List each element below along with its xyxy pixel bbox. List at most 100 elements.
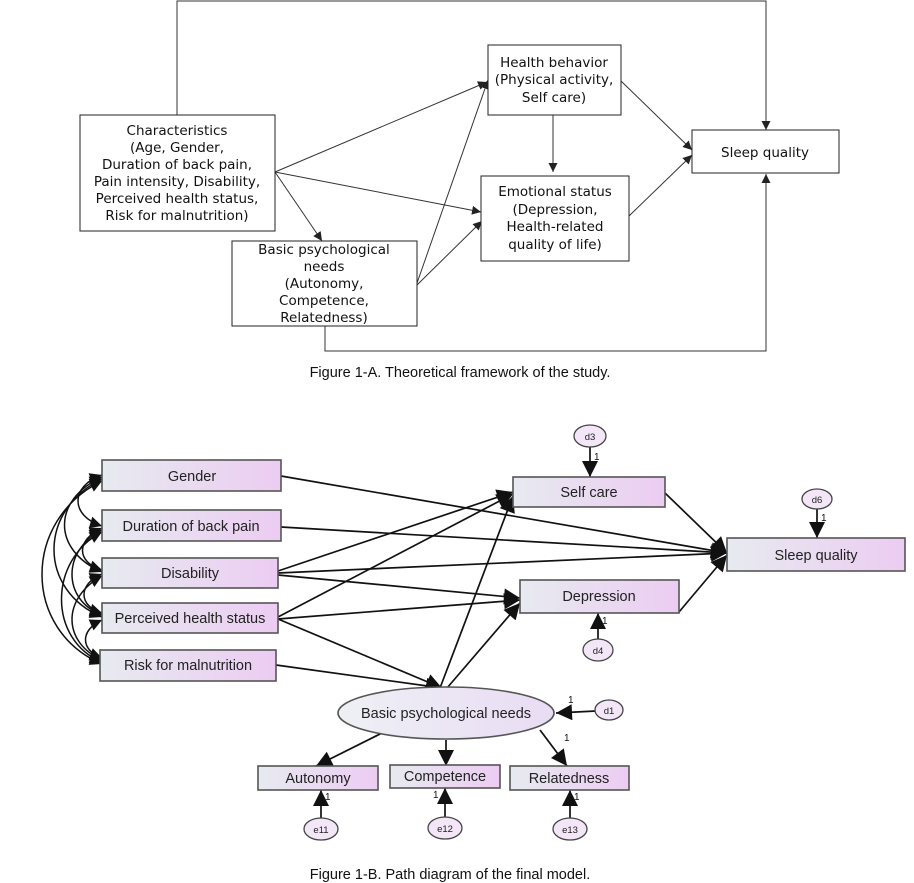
malnutrition-box: Risk for malnutrition [99,649,277,682]
characteristics-line-1: Characteristics [127,123,228,139]
path-disability-depression [277,574,521,605]
figure-a-caption: Figure 1-A. Theoretical framework of the… [310,365,611,381]
characteristics-line-6: Risk for malnutrition) [105,208,248,224]
weight-d4: 1 [602,616,608,627]
perceived-health-label: Perceived health status [115,611,266,627]
arc-gender-disability [63,476,103,573]
weight-e12: 1 [433,790,439,801]
arc-gender-perceived [53,478,103,618]
weight-d6: 1 [821,513,827,524]
path-duration-sleep [280,526,728,561]
d3-label: d3 [585,432,596,443]
weight-e11: 1 [325,792,331,803]
emotional-status-line-3: Health-related [507,219,604,235]
disability-box: Disability [101,557,279,589]
characteristics-line-5: Perceived health status, [96,191,259,207]
path-perceived-selfcare [277,493,514,618]
arc-duration-malnutrition [60,531,103,664]
arc-disability-perceived [83,573,103,616]
covariance-arcs [41,473,103,665]
path-d1-needs [555,704,597,721]
gender-label: Gender [168,469,217,485]
relatedness-label: Relatedness [529,771,610,787]
characteristics-line-4: Pain intensity, Disability, [94,174,260,190]
d6-label: d6 [812,495,823,506]
path-needs-autonomy [315,729,389,767]
path-perceived-needs [277,618,443,690]
e12-label: e12 [437,824,453,835]
malnutrition-label: Risk for malnutrition [124,658,252,674]
framework-diagram: Characteristics (Age, Gender, Duration o… [79,0,840,381]
edge-characteristics-sleep [176,0,771,130]
sleep-quality-label-a: Sleep quality [721,145,809,161]
emotional-status-box: Emotional status (Depression, Health-rel… [480,175,630,262]
weight-e13: 1 [574,792,580,803]
depression-box: Depression [519,579,680,614]
weight-relatedness: 1 [564,733,570,744]
autonomy-label: Autonomy [285,771,351,787]
emotional-status-line-1: Emotional status [498,184,612,200]
edge-characteristics-needs [274,171,323,242]
duration-label: Duration of back pain [122,519,259,535]
d3-error: d3 [573,424,607,448]
path-gender-sleep [280,475,728,559]
d1-error: d1 [594,699,624,721]
weight-d1: 1 [568,695,574,706]
perceived-health-box: Perceived health status [101,602,279,634]
path-selfcare-sleep [664,492,728,554]
path-depression-sleep [678,554,728,613]
duration-box: Duration of back pain [101,509,282,542]
edge-characteristics-emotional [274,171,482,215]
e11-label: e11 [313,825,328,836]
d6-error: d6 [801,488,833,510]
disability-label: Disability [161,566,220,582]
edge-needs-behavior [415,79,490,287]
basic-needs-line-5: Relatedness) [280,310,367,326]
self-care-box: Self care [512,476,666,508]
edge-needs-sleep [324,174,771,352]
path-needs-relatedness [539,729,568,767]
characteristics-box: Characteristics (Age, Gender, Duration o… [79,114,276,232]
e13-error: e13 [552,817,588,841]
gender-box: Gender [101,459,282,492]
path-malnutrition-needs [275,664,443,694]
basic-needs-ellipse: Basic psychological needs [337,686,555,740]
basic-needs-line-1: Basic psychological [258,242,390,258]
basic-needs-latent-label: Basic psychological needs [361,706,531,722]
edge-behavior-sleep [620,80,693,151]
edge-characteristics-behavior [274,81,488,173]
sleep-quality-box-a: Sleep quality [691,129,840,174]
e12-error: e12 [427,816,463,840]
path-diagram: Gender Duration of back pain Disability … [41,424,906,883]
relatedness-box: Relatedness [509,765,630,791]
competence-box: Competence [389,764,501,789]
d1-label: d1 [604,706,615,717]
competence-label: Competence [404,769,486,785]
error-paths [313,447,825,820]
sleep-quality-box-b: Sleep quality [726,537,906,572]
e13-label: e13 [562,825,578,836]
emotional-status-line-2: (Depression, [512,202,597,218]
edge-needs-emotional [415,220,483,287]
sleep-quality-label-b: Sleep quality [774,548,858,564]
basic-needs-line-2: needs [304,259,345,275]
autonomy-box: Autonomy [257,765,379,791]
arc-perceived-malnutrition [84,619,103,660]
characteristics-line-2: (Age, Gender, [130,140,224,156]
path-disability-selfcare [277,489,514,572]
arc-gender-malnutrition [41,480,103,665]
e11-error: e11 [303,817,339,841]
path-disability-sleep [277,545,728,574]
weight-d3: 1 [594,452,600,463]
health-behavior-line-1: Health behavior [500,55,608,71]
self-care-label: Self care [560,485,617,501]
health-behavior-line-2: (Physical activity, [495,72,614,88]
edge-emotional-sleep [628,154,693,217]
characteristics-line-3: Duration of back pain, [102,157,252,173]
health-behavior-box: Health behavior (Physical activity, Self… [487,44,622,116]
d4-error: d4 [582,638,614,662]
basic-needs-line-4: Competence, [279,293,369,309]
basic-needs-box: Basic psychological needs (Autonomy, Com… [231,240,418,327]
emotional-status-line-4: quality of life) [508,237,602,253]
